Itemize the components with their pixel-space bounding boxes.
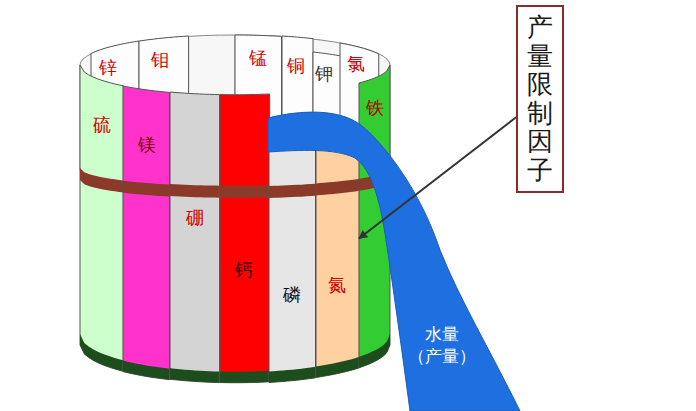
label-holder: 钾: [315, 64, 333, 85]
element-label: 铁: [366, 98, 384, 119]
element-label: 锌: [99, 58, 117, 79]
barrel-hoop: [220, 186, 270, 198]
shape-outline: [316, 133, 359, 377]
shape-group: [268, 112, 520, 411]
barrel-hoop: [316, 179, 359, 196]
barrel-base-band: [170, 368, 220, 382]
shape-outline: [170, 92, 220, 383]
label-holder: 氮: [328, 275, 346, 296]
callout-box: 产量限制因子: [516, 5, 564, 193]
label-holder: 锰: [249, 48, 267, 69]
element-label: 镁: [138, 135, 156, 156]
label-holder: 硼: [186, 208, 204, 229]
stave-face: [220, 94, 270, 383]
shape-outline: [123, 86, 170, 380]
barrel-stave: 镁: [123, 86, 170, 380]
shape-group: [170, 92, 220, 383]
element-label: 钙: [235, 260, 253, 281]
label-holder: 钙: [235, 260, 253, 281]
shape-outline: [220, 94, 270, 383]
label-holder: 硫: [93, 115, 111, 136]
stave-face: [80, 65, 123, 371]
shape-outline: [268, 106, 520, 411]
barrel-stave: 硫: [80, 65, 123, 371]
water-flow: [268, 112, 520, 411]
label-holder: 磷: [283, 285, 301, 306]
element-label: 氮: [328, 275, 346, 296]
label-holder: 钼: [151, 50, 169, 71]
label-holder: 镁: [138, 135, 156, 156]
element-label: 氯: [347, 54, 365, 75]
barrel-hoop: [269, 183, 316, 197]
barrel-hoop: [80, 168, 123, 192]
barrel-hoop: [123, 180, 170, 196]
element-label: 锰: [249, 48, 267, 69]
shape-group: [123, 86, 170, 380]
element-label: 硼: [186, 208, 204, 229]
label-holder: 氯: [347, 54, 365, 75]
shape-group: [220, 94, 270, 383]
barrel-stave: 氮: [316, 133, 359, 377]
barrel-stave: 钙: [220, 94, 270, 383]
shape-group: [269, 141, 316, 382]
element-label: 钼: [151, 50, 169, 71]
element-label: 硫: [93, 115, 111, 136]
label-holder: 铜: [287, 56, 305, 77]
barrel-base-band: [80, 334, 123, 371]
barrel-stave: 磷: [269, 141, 316, 382]
callout-text: 产量限制因子: [527, 13, 553, 185]
stave-face: [123, 86, 170, 380]
element-label: 钾: [315, 64, 333, 85]
barrel-hoop: [170, 184, 220, 198]
shape-outline: [269, 141, 316, 382]
barrel-base-band: [359, 334, 390, 368]
water-stream: 水量 （产量）: [268, 106, 520, 411]
element-label: 铜: [287, 56, 305, 77]
label-holder: 铁: [366, 98, 384, 119]
label-holder: 水量 （产量）: [405, 323, 478, 367]
barrel-base-band: [220, 371, 270, 383]
shape-group: [80, 65, 123, 371]
stave-face: [269, 141, 316, 382]
stave-face: [316, 133, 359, 377]
barrel-base-band: [269, 366, 316, 382]
barrel-stave: 硼: [170, 92, 220, 383]
label-holder: 锌: [99, 58, 117, 79]
element-label: 磷: [283, 285, 301, 306]
barrel-base-band: [316, 357, 359, 378]
shape-group: [316, 133, 359, 377]
barrel-base-band: [123, 360, 170, 379]
stave-face: [170, 92, 220, 383]
shape-outline: [80, 65, 123, 371]
flow-label: 水量 （产量）: [405, 323, 478, 367]
